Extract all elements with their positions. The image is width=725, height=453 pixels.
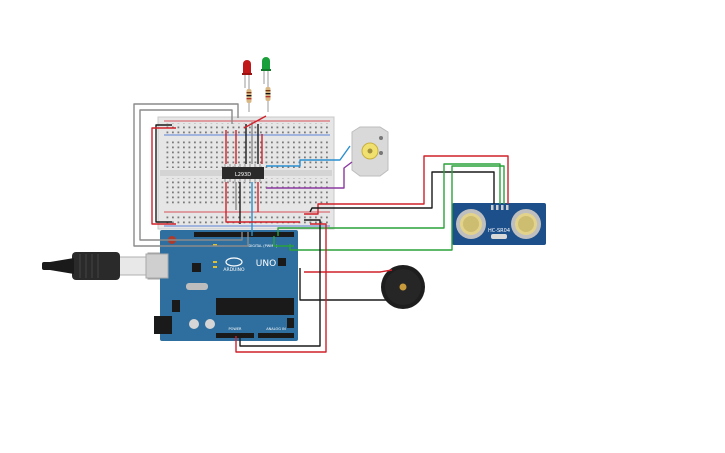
wire-black-left (155, 124, 172, 223)
red-led (242, 60, 252, 88)
ultrasonic-sensor: HC-SR04 (452, 203, 546, 245)
wire-red-ic-4 (243, 115, 267, 129)
wire-red-buzzer (304, 269, 393, 273)
wire-red-sensor (304, 155, 509, 215)
arduino-brand-label: ARDUINO (223, 267, 245, 273)
wires (133, 103, 509, 353)
wire-black-sensor (309, 171, 495, 213)
arduino-analog-label: ANALOG IN (266, 327, 286, 331)
wire-blue-motor (266, 145, 351, 167)
resistor-green-led (265, 82, 271, 112)
dc-motor (351, 126, 389, 177)
wire-green-sensor-1 (277, 163, 501, 236)
wire-gray-1 (133, 103, 249, 247)
wire-gray-2 (139, 109, 243, 241)
wire-red-left (151, 127, 176, 225)
arduino-uno: ARDUINO UNO DIGITAL (PWM~) POWER ANALOG … (145, 230, 298, 341)
arduino-model-label: UNO (256, 259, 276, 269)
l293d-chip: L293D (222, 164, 264, 182)
arduino-digital-label: DIGITAL (PWM~) (248, 244, 278, 248)
wire-black-bottom (239, 219, 321, 347)
wire-purple-motor (266, 161, 353, 189)
green-led (261, 57, 271, 84)
piezo-buzzer (381, 265, 425, 309)
wire-red-bottom (235, 223, 327, 353)
wire-green-sensor-2 (289, 165, 505, 251)
wire-black-buzzer (299, 268, 388, 301)
wire-green-arduino (273, 236, 294, 247)
wire-red-arduino (225, 212, 300, 223)
resistor-red-led (246, 86, 252, 112)
sensor-label: HC-SR04 (488, 228, 510, 234)
l293d-label: L293D (235, 172, 251, 178)
arduino-power-label: POWER (229, 327, 243, 331)
